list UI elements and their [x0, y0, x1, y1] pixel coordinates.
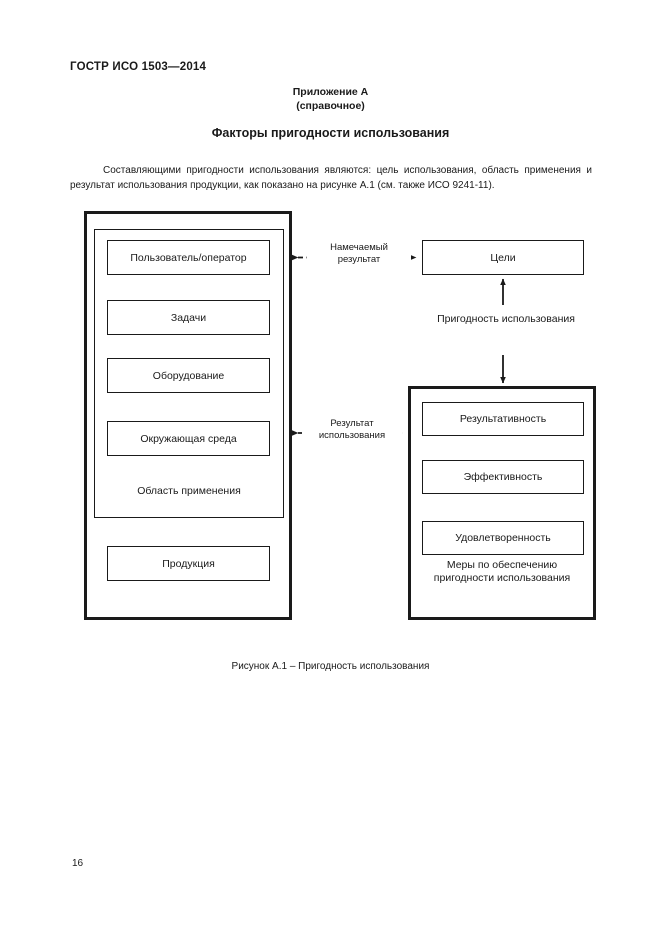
page-number: 16 — [72, 858, 84, 869]
figure-caption: Рисунок А.1 – Пригодность использования — [231, 661, 430, 672]
usability-measures-caption: Меры по обеспечению пригодности использо… — [412, 559, 592, 585]
section-title: Факторы пригодности использования — [211, 126, 450, 140]
node-satisfaction-label: Удовлетворенность — [455, 532, 551, 544]
node-tasks: Задачи — [107, 300, 270, 335]
context-of-use-caption: Область применения — [137, 485, 241, 497]
node-equipment: Оборудование — [107, 358, 270, 393]
edge-label-usage-result: Результат использования — [302, 418, 402, 442]
node-environment-label: Окружающая среда — [140, 432, 237, 445]
edge-label-intended-result: Намечаемый результат — [307, 242, 411, 266]
node-tasks-label: Задачи — [170, 311, 207, 324]
standard-header: ГОСТР ИСО 1503—2014 — [70, 61, 207, 73]
node-efficiency: Эффективность — [422, 460, 584, 494]
node-goals-label: Цели — [490, 251, 516, 264]
node-goals: Цели — [422, 240, 584, 275]
usability-measures-caption-line1: Меры по обеспечению — [446, 559, 558, 571]
body-paragraph: Составляющими пригодности использования … — [70, 163, 592, 193]
node-product: Продукция — [107, 546, 270, 581]
node-effectiveness-label: Результативность — [459, 413, 547, 425]
node-user-operator: Пользователь/оператор — [107, 240, 270, 275]
edge-label-usage-result-line2: использования — [318, 430, 386, 441]
edge-label-intended-result-line1: Намечаемый — [330, 242, 388, 253]
annex-title: Приложение А — [292, 86, 369, 98]
node-equipment-label: Оборудование — [152, 369, 225, 382]
node-effectiveness: Результативность — [422, 402, 584, 436]
edge-label-usability-text: Пригодность использования — [437, 313, 575, 325]
node-product-label: Продукция — [162, 557, 215, 570]
left-outer-container — [84, 211, 292, 620]
paragraph-text: Составляющими пригодности использования … — [70, 165, 592, 191]
usability-measures-caption-line2: пригодности использования — [433, 572, 571, 584]
edge-label-usability: Пригодность использования — [404, 313, 608, 325]
right-outer-container — [408, 386, 596, 620]
edge-label-usage-result-line1: Результат — [330, 418, 374, 429]
edge-label-intended-result-line2: результат — [337, 254, 381, 265]
annex-heading: Приложение А (справочное) — [0, 85, 661, 113]
node-efficiency-label: Эффективность — [463, 471, 543, 483]
node-user-operator-label: Пользователь/оператор — [130, 251, 247, 264]
node-satisfaction: Удовлетворенность — [422, 521, 584, 555]
node-environment: Окружающая среда — [107, 421, 270, 456]
annex-subtitle: (справочное) — [296, 100, 365, 112]
